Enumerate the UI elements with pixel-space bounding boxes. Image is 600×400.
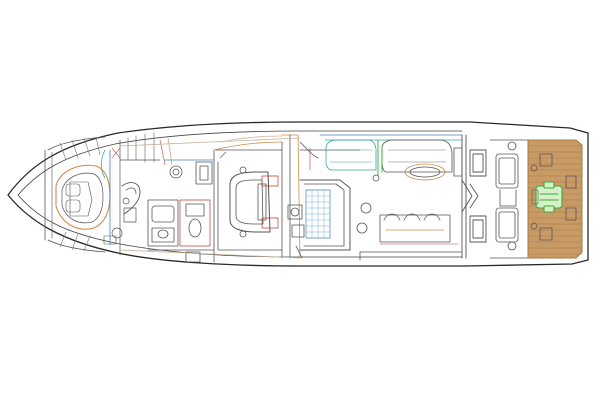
head-zone (147, 149, 215, 263)
interior-outline (119, 135, 301, 259)
bow-zone (44, 136, 106, 253)
forward-lockers (111, 132, 173, 256)
salon-doors (461, 134, 487, 259)
swim-platform-zone (527, 139, 583, 259)
galley-zone (281, 134, 361, 259)
aft-cockpit-zone (489, 139, 529, 259)
salon-zone (319, 134, 463, 261)
guest-cabin-zone (213, 141, 283, 259)
helm-seat (535, 181, 563, 213)
forward-cabin-zone (55, 149, 123, 246)
